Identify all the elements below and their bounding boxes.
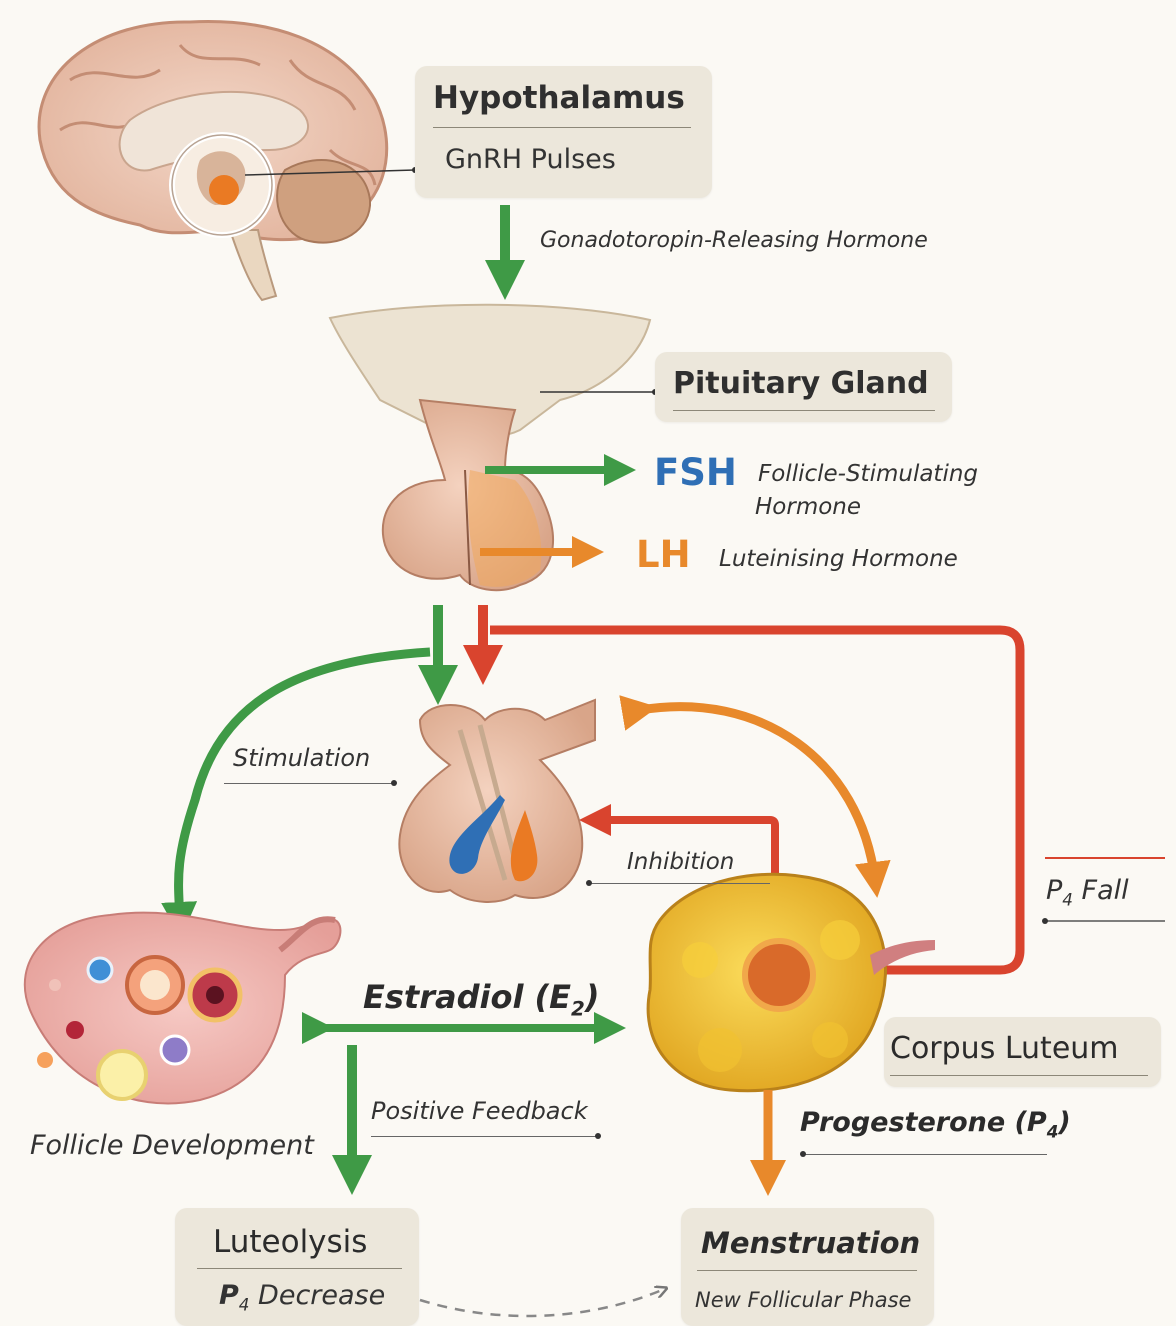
progesterone-leader [802,1154,1047,1155]
gnrh-pulses-label: GnRH Pulses [445,144,616,175]
new-follicular-phase-label: New Follicular Phase [695,1288,911,1312]
p4-fall-label: P4 Fall [1046,875,1129,909]
inhibition-leader [588,883,770,884]
progesterone-dot [800,1151,806,1157]
estradiol-label: Estradiol (E2) [363,978,599,1020]
hypothalamus-title: Hypothalamus [433,80,685,116]
cycle-dashed-arrow [420,1290,662,1316]
progesterone-label: Progesterone (P4) [800,1107,1071,1141]
inhibition-label: Inhibition [627,849,734,875]
luteolysis-rule [197,1268,402,1269]
stimulation-arrow [179,652,430,920]
pituitary-box: Pituitary Gland [655,352,952,422]
stimulation-dot [391,780,397,786]
pituitary-title: Pituitary Gland [673,366,929,401]
fsh-full-line2: Hormone [755,494,861,520]
luteolysis-title: Luteolysis [213,1224,367,1260]
stimulation-leader [224,783,394,784]
pituitary-illustration [330,305,658,590]
menstruation-rule [697,1270,917,1271]
ovary-illustration [25,913,341,1104]
fsh-full-line1: Follicle-Stimulating [758,461,978,487]
p4-decrease-label: P4 Decrease [219,1280,385,1314]
pituitary-rule [673,410,935,411]
gnrh-label: Gonadotoropin-Releasing Hormone [540,228,928,253]
luteolysis-box: Luteolysis P4 Decrease [175,1208,419,1326]
pituitary-small-illustration [399,700,595,902]
corpus-luteum-box: Corpus Luteum [884,1017,1161,1087]
stimulation-label: Stimulation [233,744,370,772]
corpus-luteum-title: Corpus Luteum [890,1031,1119,1066]
positive-feedback-dot [595,1133,601,1139]
corpus-luteum-rule [890,1075,1148,1076]
hypothalamus-box: Hypothalamus GnRH Pulses [415,66,712,198]
hypothalamus-rule [433,127,691,128]
menstruation-box: Menstruation New Follicular Phase [681,1208,934,1326]
inhibition-dot [586,880,592,886]
positive-feedback-leader [371,1136,596,1137]
lh-abbr: LH [636,533,691,576]
lh-full-label: Luteinising Hormone [719,546,958,572]
menstruation-title: Menstruation [701,1226,920,1260]
brain-illustration [39,22,418,300]
follicle-development-label: Follicle Development [30,1130,314,1161]
positive-feedback-label: Positive Feedback [371,1097,588,1125]
fsh-abbr: FSH [654,451,737,494]
